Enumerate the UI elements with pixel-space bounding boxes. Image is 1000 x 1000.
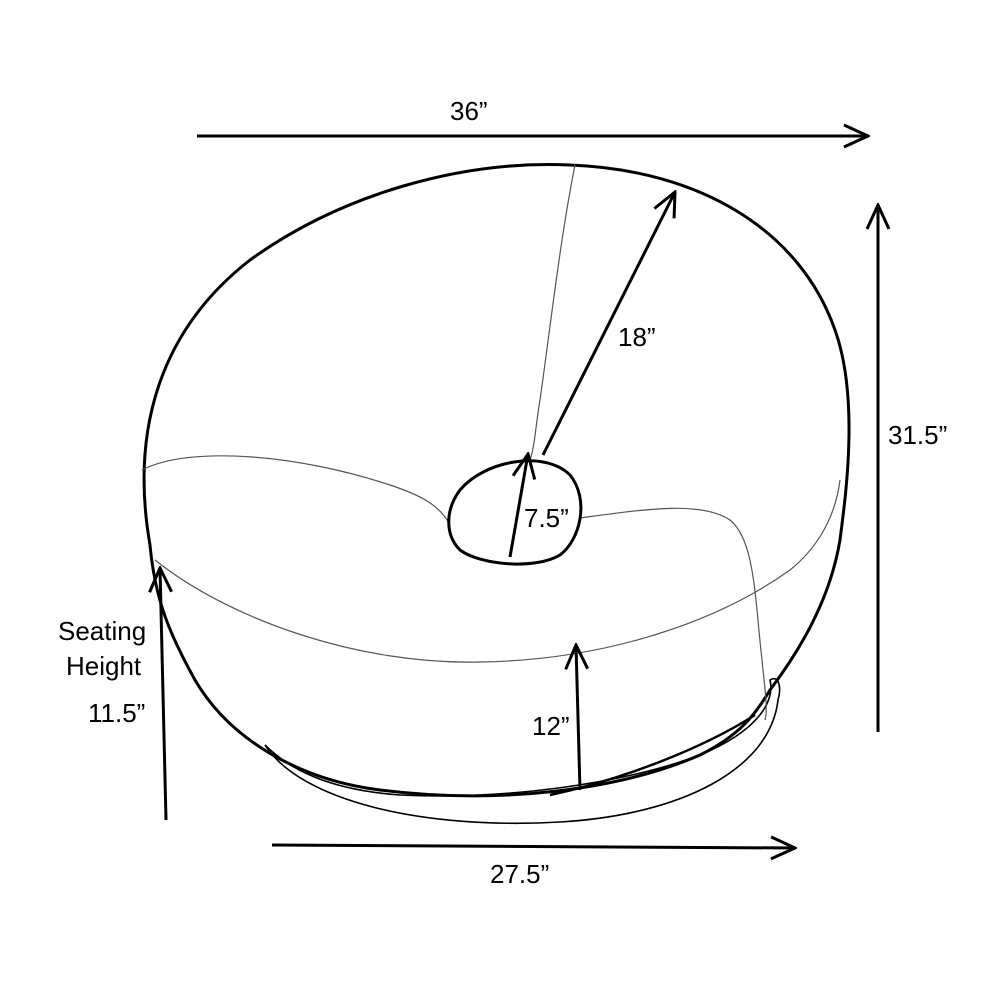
width-label: 36”	[450, 96, 488, 126]
seating-height-label: 11.5”	[88, 698, 145, 728]
seat-radius-label: 18”	[618, 322, 656, 352]
depth-label: 27.5”	[490, 859, 549, 889]
back-vertical-seam	[529, 164, 576, 461]
seating-label-line2: Height	[66, 651, 142, 681]
seating-label-line1: Seating	[58, 616, 146, 646]
chair-body-outline	[142, 163, 851, 798]
seating-height-arrow	[160, 568, 166, 821]
right-inner-seam	[579, 507, 767, 721]
chair-base-ring	[264, 678, 781, 825]
seat-radius-arrow	[541, 192, 675, 456]
height-label: 31.5”	[888, 420, 947, 450]
cushion-height-arrow	[576, 645, 580, 791]
front-bottom-curve	[549, 713, 756, 797]
cushion-height-label: 12”	[532, 711, 570, 741]
center-radius-arrow	[508, 454, 528, 558]
depth-dimension-arrow	[271, 845, 795, 848]
left-top-seam	[141, 455, 451, 526]
center-radius-label: 7.5”	[524, 503, 569, 533]
